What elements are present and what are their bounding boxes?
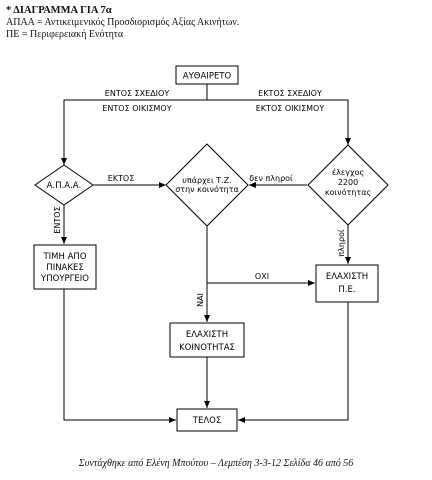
label-den-plhroi: δεν πληροί	[249, 174, 293, 183]
node-start-label: ΑΥΘΑΙΡΕΤΟ	[183, 72, 232, 82]
label-ektos-sxediou: ΕΚΤΟΣ ΣΧΕΔΙΟΥ	[258, 89, 322, 98]
edge-entos-to-apaa	[61, 99, 207, 165]
node-timi-label-3: ΥΠΟΥΡΓΕΙΟ	[40, 274, 89, 284]
node-tz-label-1: υπάρχει Τ.Ζ.	[182, 176, 231, 185]
node-elax-koin-label-1: ΕΛΑΧΙΣΤΗ	[186, 330, 228, 340]
node-elegxos-label-3: κοινότητας	[325, 187, 371, 197]
label-nai: ΝΑΙ	[196, 293, 205, 307]
label-oxi: ΟΧΙ	[255, 272, 269, 281]
abbreviation-pe: ΠΕ = Περιφερειακή Ενότητα	[6, 29, 124, 40]
node-elax-pe-label-2: Π.Ε.	[338, 285, 355, 295]
node-timi: ΤΙΜΗ ΑΠΟ ΠΙΝΑΚΕΣ ΥΠΟΥΡΓΕΙΟ	[33, 244, 97, 290]
node-elax-koin-label-2: ΚΟΙΝΟΤΗΤΑΣ	[179, 343, 235, 353]
label-ektos: ΕΚΤΟΣ	[108, 174, 135, 183]
edge-labels: ΕΝΤΟΣ ΣΧΕΔΙΟΥ ΕΝΤΟΣ ΟΙΚΙΣΜΟΥ ΕΚΤΟΣ ΣΧΕΔΙ…	[53, 89, 346, 307]
node-start: ΑΥΘΑΙΡΕΤΟ	[175, 65, 239, 85]
edge-ektos-to-elegxos	[207, 99, 351, 145]
node-elax-pe: ΕΛΑΧΙΣΤΗ Π.Ε.	[315, 264, 379, 303]
node-elegxos-label-1: έλεγχος	[332, 167, 364, 177]
node-timi-label-1: ΤΙΜΗ ΑΠΟ	[42, 252, 86, 262]
edge-elax-pe-to-end	[238, 302, 349, 423]
node-end-label: ΤΕΛΟΣ	[192, 416, 221, 426]
node-elegxos-decision: έλεγχος 2200 κοινότητας	[307, 144, 389, 226]
node-timi-label-2: ΠΙΝΑΚΕΣ	[46, 263, 83, 273]
label-entos: ΕΝΤΟΣ	[53, 206, 62, 233]
edge-timi-to-end	[63, 289, 176, 423]
node-apaa-label: Α.Π.Α.Α.	[47, 181, 82, 191]
abbreviation-apaa: ΑΠΑΑ = Αντικειμενικός Προσδιορισμός Αξία…	[6, 17, 240, 28]
label-plhroi: πληροί	[337, 229, 346, 257]
node-apaa-decision: Α.Π.Α.Α.	[34, 164, 94, 206]
node-tz-decision: υπάρχει Τ.Ζ. στην κοινότητα	[165, 143, 249, 227]
legend: * ΔΙΑΓΡΑΜΜΑ ΓΙΑ 7α ΑΠΑΑ = Αντικειμενικός…	[6, 4, 239, 41]
node-end: ΤΕΛΟΣ	[176, 408, 238, 432]
label-ektos-oikismou: ΕΚΤΟΣ ΟΙΚΙΣΜΟΥ	[256, 104, 325, 113]
label-entos-oikismou: ΕΝΤΟΣ ΟΙΚΙΣΜΟΥ	[102, 104, 171, 113]
page-footer: Συντάχθηκε από Ελένη Μπούτου – Λεμπέση 3…	[78, 458, 354, 469]
node-elegxos-label-2: 2200	[338, 178, 358, 187]
diagram-title: * ΔΙΑΓΡΑΜΜΑ ΓΙΑ 7α	[6, 5, 112, 16]
node-elax-pe-label-1: ΕΛΑΧΙΣΤΗ	[326, 272, 368, 282]
connectors	[61, 84, 351, 423]
node-elax-koin: ΕΛΑΧΙΣΤΗ ΚΟΙΝΟΤΗΤΑΣ	[169, 322, 245, 358]
label-entos-sxediou: ΕΝΤΟΣ ΣΧΕΔΙΟΥ	[105, 89, 170, 98]
node-tz-label-2: στην κοινότητα	[175, 184, 239, 194]
